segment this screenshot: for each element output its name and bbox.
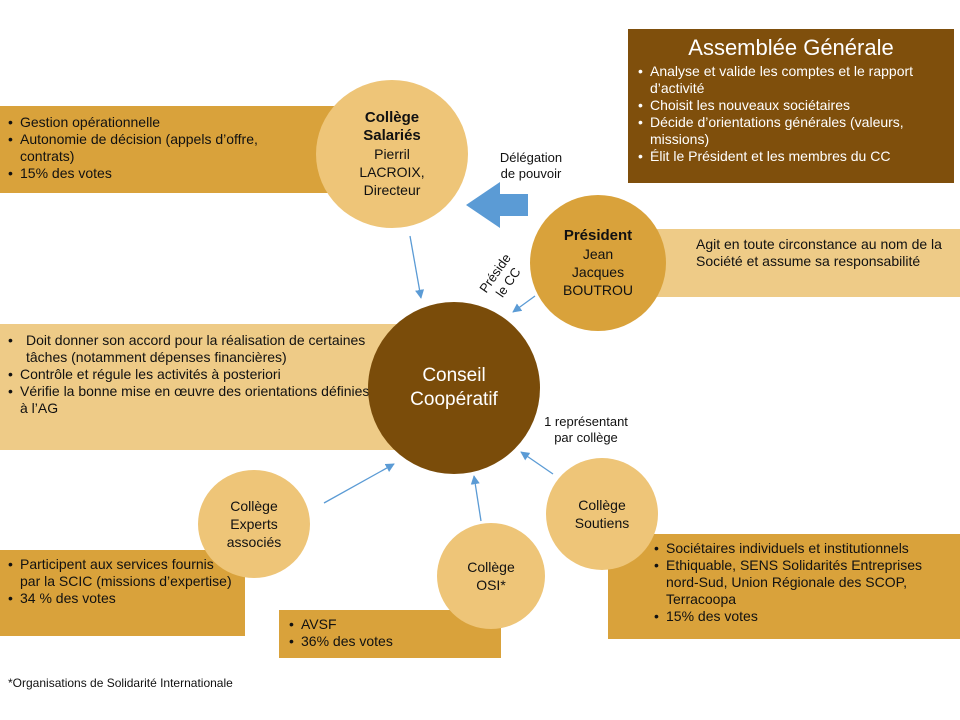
osi-list: AVSF 36% des votes [287,616,495,650]
college-soutiens-line-2: Soutiens [574,515,630,531]
list-item: Analyse et valide les comptes et le rapp… [636,63,946,97]
college-osi-line-1: Collège [467,559,515,575]
representant-line-1: 1 représentant [544,414,628,429]
list-item: Choisit les nouveaux sociétaires [636,97,946,114]
footnote: *Organisations de Solidarité Internation… [8,676,233,690]
list-item: Contrôle et régule les activités à poste… [6,366,370,383]
representant-line-2: par collège [554,430,618,445]
list-item: Ethiquable, SENS Solidarités Entreprises… [652,557,950,608]
list-item: 15% des votes [652,608,950,625]
arrow-osi-to-conseil [470,475,482,522]
conseil-box: Doit donner son accord pour la réalisati… [0,324,440,450]
arrow-experts-to-conseil [323,463,395,504]
assemblee-generale-title: Assemblée Générale [688,35,894,60]
assemblee-generale-list: Analyse et valide les comptes et le rapp… [636,63,946,165]
president-title: Président [563,227,633,244]
president-line-1: Jean [582,246,614,262]
list-item: Élit le Président et les membres du CC [636,148,946,165]
conseil-line-2: Coopératif [410,389,498,410]
list-item: Sociétaires individuels et institutionne… [652,540,950,557]
conseil-list: Doit donner son accord pour la réalisati… [6,332,370,417]
salaries-list: Gestion opérationnelle Autonomie de déci… [6,114,280,182]
arrow-president-to-conseil [512,295,536,313]
list-item: Vérifie la bonne mise en œuvre des orien… [6,383,370,417]
delegation-block-arrow [466,182,528,228]
president-line-3: BOUTROU [563,282,633,298]
list-item: 36% des votes [287,633,495,650]
arrow-salaries-to-conseil [409,235,425,299]
list-item: Doit donner son accord pour la réalisati… [6,332,370,366]
college-experts-circle: Collège Experts associés [198,470,310,578]
college-soutiens-line-1: Collège [578,497,626,513]
college-salaries-line-2: LACROIX, [359,164,425,180]
delegation-line-1: Délégation [499,150,563,165]
conseil-cooperatif-circle: Conseil Coopératif [368,302,540,474]
college-salaries-circle: Collège Salariés Pierril LACROIX, Direct… [316,80,468,228]
college-salaries-title-2: Salariés [363,127,421,144]
college-salaries-line-1: Pierril [374,146,410,162]
president-box-text: Agit en toute circonstance au nom de la … [696,236,942,269]
college-experts-line-3: associés [226,534,282,550]
experts-box: Participent aux services fournis par la … [0,550,245,636]
list-item: Autonomie de décision (appels d’offre, c… [6,131,280,165]
college-osi-line-2: OSI* [476,577,506,593]
list-item: AVSF [287,616,495,633]
arrow-soutiens-to-conseil [520,451,554,475]
conseil-line-1: Conseil [422,365,486,386]
list-item: 15% des votes [6,165,280,182]
soutiens-list: Sociétaires individuels et institutionne… [652,540,950,625]
soutiens-box: Sociétaires individuels et institutionne… [608,534,960,639]
president-circle: Président Jean Jacques BOUTROU [530,195,666,331]
assemblee-generale-box: Assemblée Générale Analyse et valide les… [628,29,954,183]
list-item: Gestion opérationnelle [6,114,280,131]
college-experts-line-1: Collège [230,498,278,514]
president-box: Agit en toute circonstance au nom de la … [648,229,960,297]
list-item: Décide d’orientations générales (valeurs… [636,114,946,148]
list-item: Participent aux services fournis par la … [6,556,235,590]
college-salaries-line-3: Directeur [363,182,421,198]
president-line-2: Jacques [571,264,625,280]
delegation-label: Délégation de pouvoir [486,150,576,182]
college-osi-circle: Collège OSI* [437,523,545,629]
college-experts-line-2: Experts [230,516,278,532]
college-salaries-title-1: Collège [364,109,420,126]
salaries-box: Gestion opérationnelle Autonomie de déci… [0,106,340,193]
list-item: 34 % des votes [6,590,235,607]
college-soutiens-circle: Collège Soutiens [546,458,658,570]
representant-label: 1 représentant par collège [534,414,638,446]
delegation-line-2: de pouvoir [500,166,562,181]
experts-list: Participent aux services fournis par la … [6,556,235,607]
